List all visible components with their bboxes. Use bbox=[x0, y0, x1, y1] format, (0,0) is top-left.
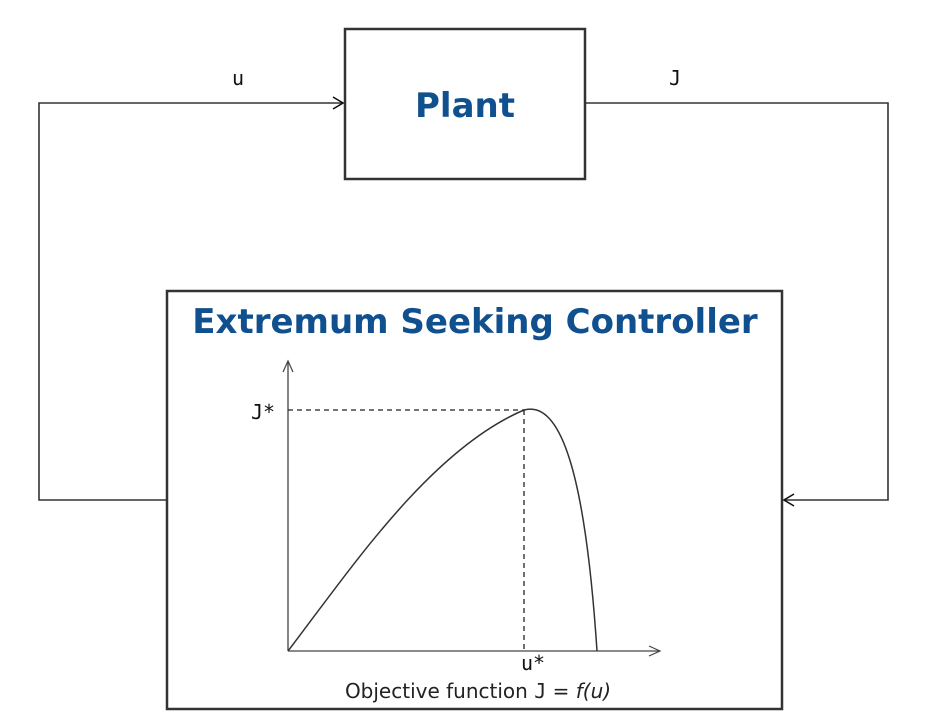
output-signal-label: J bbox=[669, 66, 681, 90]
input-signal-line bbox=[38, 96, 345, 501]
optimum-u-label: u* bbox=[521, 651, 545, 675]
input-signal-label: u bbox=[232, 66, 244, 90]
plant-block bbox=[343, 27, 587, 181]
plant-title: Plant bbox=[415, 86, 515, 126]
controller-title: Extremum Seeking Controller bbox=[192, 302, 758, 342]
controller-block bbox=[165, 289, 784, 711]
output-signal-line bbox=[585, 102, 889, 507]
plot-caption: Objective function J = f(u) bbox=[345, 679, 611, 703]
caption-prefix: Objective function bbox=[345, 679, 534, 703]
caption-equals: = bbox=[546, 679, 575, 703]
optimum-j-label: J* bbox=[251, 400, 275, 424]
caption-variable: J bbox=[534, 679, 546, 703]
caption-function: f(u) bbox=[576, 679, 611, 703]
